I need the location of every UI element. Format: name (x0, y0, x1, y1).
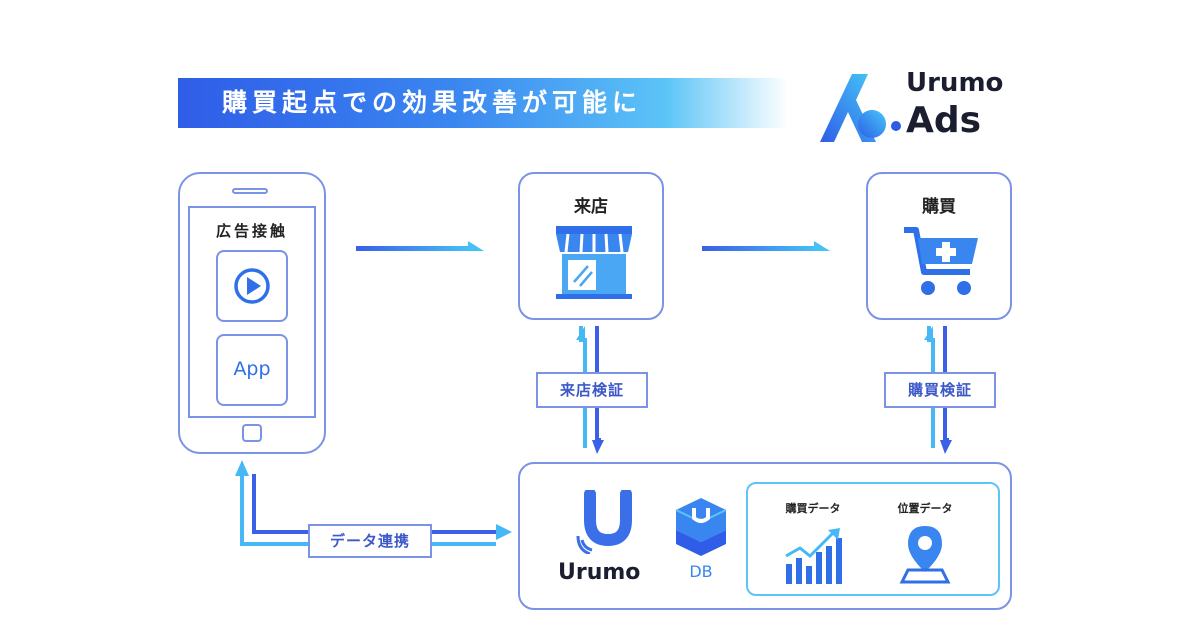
app-label: App (233, 358, 271, 380)
play-icon (234, 268, 270, 304)
location-pin-icon (899, 526, 951, 584)
data-sync-label: データ連携 (308, 524, 432, 558)
phone-screen: 広告接触 App (188, 206, 316, 418)
db-label: DB (689, 562, 713, 581)
database-icon (675, 498, 727, 556)
purchase-label: 購買 (922, 197, 956, 217)
purchase-verification-label: 購買検証 (884, 372, 996, 408)
logo-wordmark-top: Urumo (906, 68, 1004, 98)
purchase-card: 購買 (866, 172, 1012, 320)
smartphone: 広告接触 App (178, 172, 326, 454)
headline-text: 購買起点での効果改善が可能に (222, 88, 643, 117)
phone-home-button (242, 424, 262, 442)
phone-speaker (232, 188, 268, 194)
store-visit-card: 来店 (518, 172, 664, 320)
urumo-platform-card: Urumo DB 購買データ 位置データ (518, 462, 1012, 610)
urumo-u-logo-icon (576, 490, 632, 554)
video-ad-tile (216, 250, 288, 322)
logo-wordmark-bottom: Ads (906, 100, 982, 141)
flow-arrow-to-store (356, 241, 484, 251)
shopping-cart-icon (904, 227, 978, 295)
store-visit-label: 来店 (574, 197, 608, 217)
headline-banner (178, 78, 788, 128)
ad-contact-label: 広告接触 (215, 222, 288, 240)
store-verification-label: 来店検証 (536, 372, 648, 408)
location-data-label: 位置データ (897, 502, 953, 515)
urumo-ads-logo-icon (820, 74, 901, 142)
data-sources-panel: 購買データ 位置データ (746, 482, 1000, 596)
purchase-data-label: 購買データ (785, 502, 841, 515)
urumo-wordmark: Urumo (558, 560, 641, 585)
bar-chart-icon (785, 528, 842, 584)
flow-arrow-to-purchase (702, 241, 830, 251)
store-icon (556, 226, 632, 299)
app-ad-tile: App (216, 334, 288, 406)
